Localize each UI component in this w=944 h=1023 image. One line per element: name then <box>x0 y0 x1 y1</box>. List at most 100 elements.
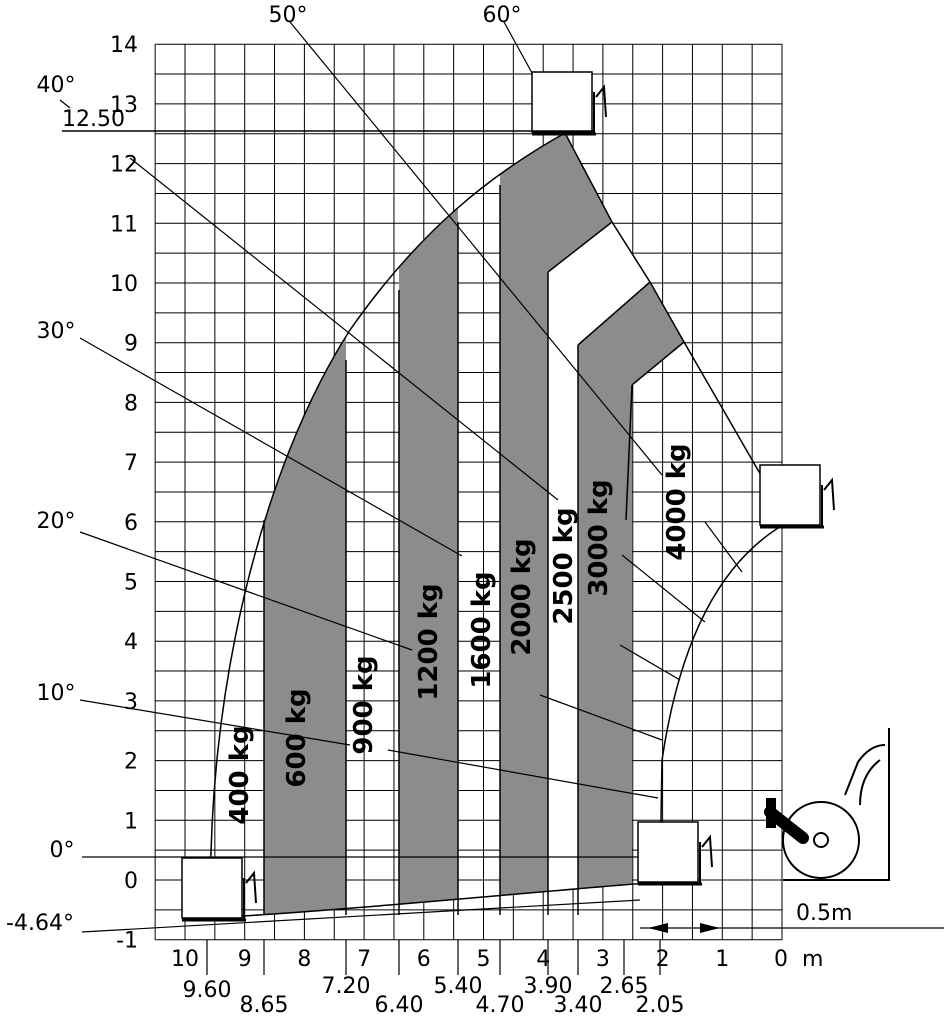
boom-angle-label: 0° <box>50 838 75 863</box>
load-zone-label: 400 kg <box>225 725 255 824</box>
reach-mark-label: 8.65 <box>240 993 289 1018</box>
boom-angle-line <box>79 699 351 746</box>
boom-angle-labels: 60° 50° 40° 30° 20° 10° 0° -4.64° <box>6 3 521 936</box>
y-tick-label: 10 <box>110 272 138 297</box>
machine-body <box>783 728 890 881</box>
boom-angle-label: 30° <box>37 319 76 344</box>
reach-mark-label: 3.40 <box>554 993 603 1018</box>
reach-marks: 9.60 8.65 7.206.40 5.404.703.903.402.652.05 <box>183 940 685 1018</box>
boom-angle-label: 60° <box>483 3 522 28</box>
boom-angle-label: 10° <box>37 681 76 706</box>
load-zone-label: 3000 kg <box>584 479 614 596</box>
zone-gap <box>548 222 650 918</box>
fork-carriage <box>181 857 257 922</box>
x-tick-label: 5 <box>477 947 491 972</box>
load-zone-label: 600 kg <box>282 688 312 787</box>
shade-cap <box>578 282 684 918</box>
load-zone-label: 4000 kg <box>662 443 692 560</box>
x-tick-label: 7 <box>357 947 371 972</box>
x-tick-label: 1 <box>715 947 729 972</box>
shade-cap <box>548 133 612 272</box>
reach-mark-label: 5.40 <box>434 974 483 999</box>
fork-load-box <box>181 857 243 919</box>
y-tick-label: 3 <box>124 690 138 715</box>
offset-arrow-right <box>700 923 720 933</box>
y-tick-label: 6 <box>124 511 138 536</box>
x-tick-label: 8 <box>297 947 311 972</box>
y-tick-label: 11 <box>110 212 138 237</box>
x-tick-label: 0 <box>774 947 788 972</box>
boom-angle-line <box>289 21 663 476</box>
zone-boundary <box>625 341 685 521</box>
fork-load-box <box>637 821 699 883</box>
y-tick-label: 2 <box>124 750 138 775</box>
x-tick-label: 2 <box>656 947 670 972</box>
y-tick-label: 0 <box>124 869 138 894</box>
zone-boundaries <box>263 185 743 915</box>
fork-load-box <box>759 464 821 526</box>
shade-band <box>500 133 548 918</box>
y-tick-label: 12 <box>110 153 138 178</box>
reach-mark-label: 6.40 <box>375 993 424 1018</box>
zone-curve <box>387 521 743 799</box>
reach-mark-label: 2.65 <box>600 974 649 999</box>
boom-angle-lines <box>59 21 663 933</box>
load-zone-labels: 400 kg 600 kg 900 kg 1200 kg 1600 kg 2000 kg 2… <box>225 443 692 824</box>
boom-angle-label: 20° <box>37 509 76 534</box>
boom-angle-line <box>129 157 559 501</box>
zone-boundary <box>577 281 651 346</box>
reach-mark-label: 3.90 <box>524 974 573 999</box>
y-tick-label: 9 <box>124 332 138 357</box>
offset-label: 0.5m <box>796 901 852 926</box>
boom-angle-line <box>79 337 463 557</box>
reach-mark-label: 4.70 <box>476 993 525 1018</box>
x-tick-label: 9 <box>238 947 252 972</box>
load-zone-label: 2500 kg <box>549 507 579 624</box>
y-tick-label: 7 <box>124 451 138 476</box>
offset-arrow-left <box>648 923 668 933</box>
y-tick-label: 8 <box>124 391 138 416</box>
zone-boundary <box>547 221 613 273</box>
x-tick-label: 10 <box>171 947 199 972</box>
fork-load-box <box>531 71 593 133</box>
fork-hook <box>821 477 835 527</box>
lift-envelope <box>209 131 790 919</box>
load-zone-label: 2000 kg <box>507 538 537 655</box>
y-tick-label: 5 <box>124 571 138 596</box>
max-height-label: 12.50 <box>62 107 125 132</box>
reach-mark-label: 7.20 <box>322 974 371 999</box>
x-tick-label: 3 <box>596 947 610 972</box>
y-tick-label: 14 <box>110 33 138 58</box>
x-unit-label: m <box>802 947 823 972</box>
shade-band <box>264 133 346 918</box>
wheel-hub <box>813 832 829 848</box>
reach-mark-label: 9.60 <box>183 978 232 1003</box>
load-zone-label: 1600 kg <box>467 571 497 688</box>
fork-carriage <box>637 821 713 886</box>
y-tick-label: -1 <box>116 929 138 954</box>
y-tick-label: 13 <box>110 93 138 118</box>
load-zone-label: 1200 kg <box>414 583 444 700</box>
fork-carriage <box>759 464 835 529</box>
y-tick-label: 4 <box>124 630 138 655</box>
boom-angle-line <box>79 531 413 651</box>
front-wheel <box>782 801 860 879</box>
fork-hook <box>243 870 257 920</box>
boom-angle-line <box>59 99 71 109</box>
boom-angle-line <box>81 899 641 933</box>
telehandler-icon <box>764 728 890 881</box>
load-zone-label: 900 kg <box>349 655 379 754</box>
boom-angle-label: 40° <box>37 73 76 98</box>
boom-angle-label: -4.64° <box>6 911 74 936</box>
fork-hook <box>593 84 607 134</box>
fork-hook <box>699 834 713 884</box>
y-tick-label: 1 <box>124 809 138 834</box>
x-tick-label: 6 <box>417 947 431 972</box>
shade-band <box>399 133 458 918</box>
boom-angle-label: 50° <box>269 3 308 28</box>
reach-mark-label: 2.05 <box>636 993 685 1018</box>
load-zone-shading <box>264 133 684 918</box>
